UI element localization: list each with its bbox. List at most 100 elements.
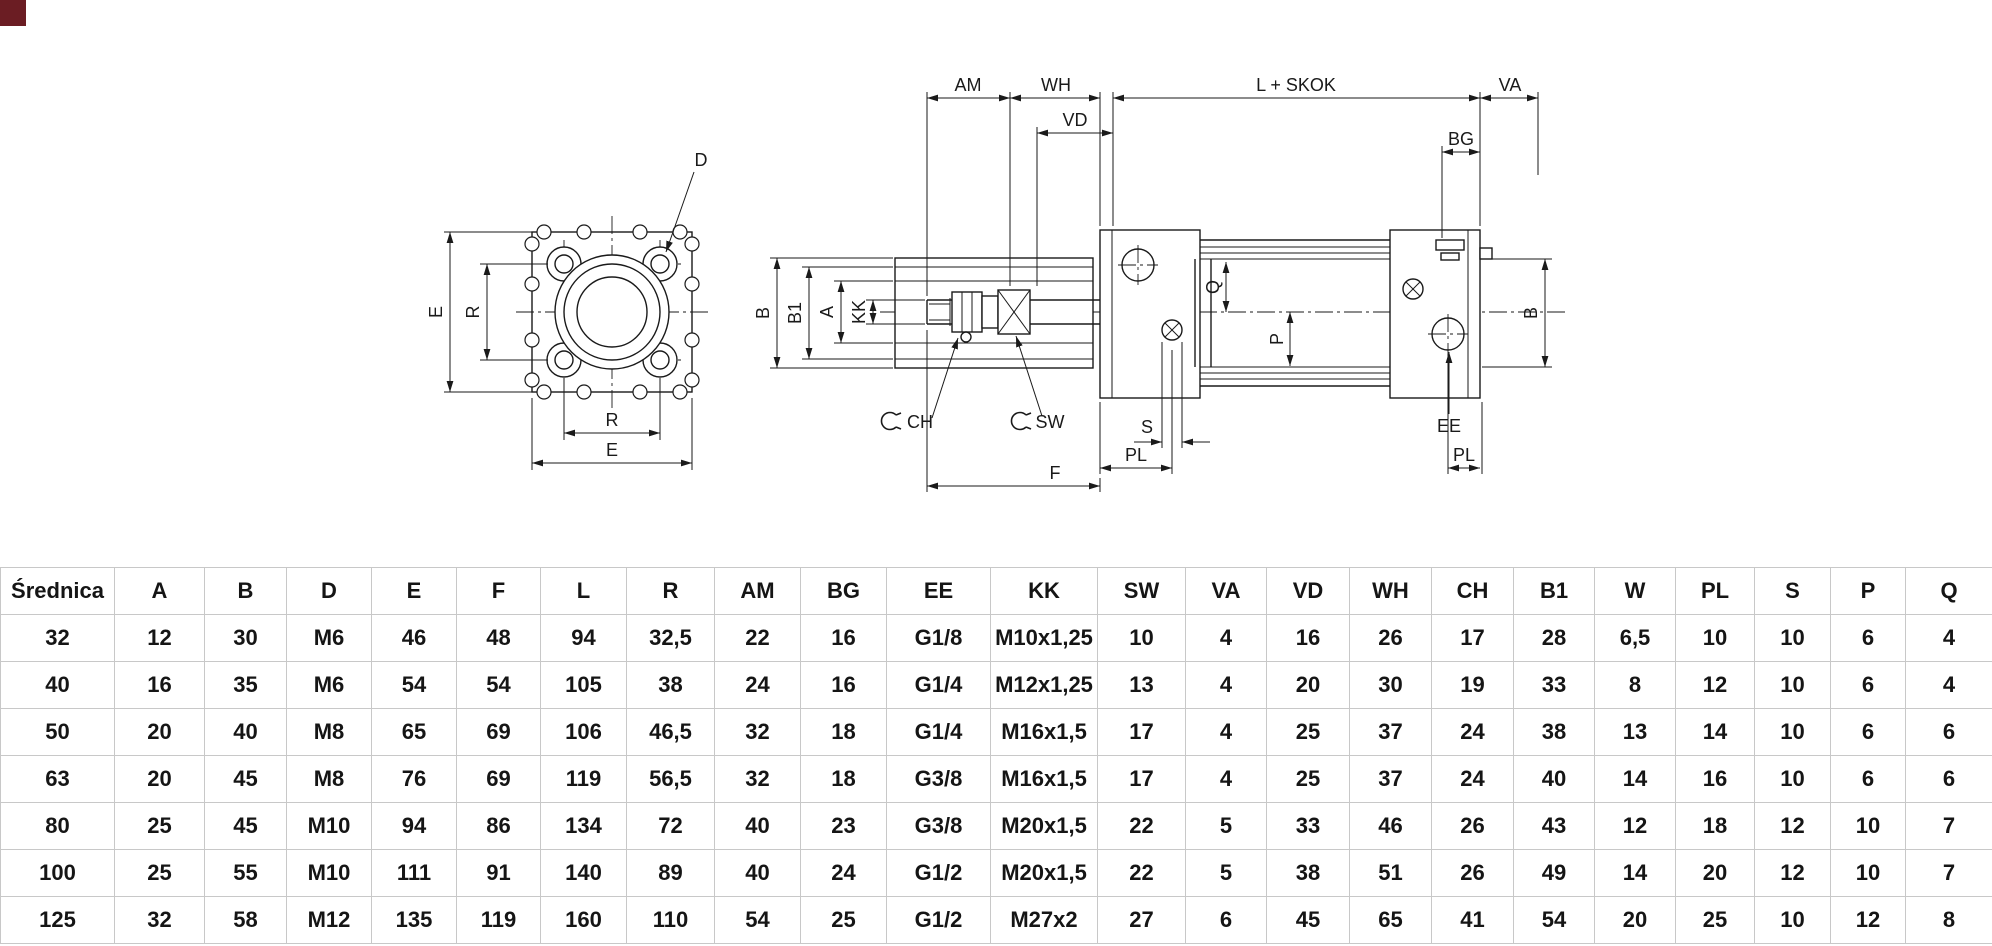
table-cell: 24	[714, 661, 801, 709]
table-cell: 20	[114, 755, 205, 803]
table-cell: 4	[1185, 708, 1267, 756]
table-cell: 4	[1905, 661, 1992, 709]
dim-label-e-left: E	[426, 306, 446, 318]
table-cell: 140	[540, 849, 627, 897]
table-cell: 37	[1349, 755, 1432, 803]
table-cell: 40	[1513, 755, 1595, 803]
dim-label-p: P	[1267, 333, 1287, 345]
table-cell: M10	[286, 802, 372, 850]
table-cell: 32	[714, 708, 801, 756]
table-cell: 13	[1594, 708, 1676, 756]
table-cell: 38	[1513, 708, 1595, 756]
table-cell: 26	[1349, 614, 1432, 662]
table-cell: 10	[1754, 614, 1831, 662]
dim-b1: B1	[785, 266, 893, 360]
table-cell: 40	[714, 849, 801, 897]
table-cell: 89	[626, 849, 715, 897]
table-cell: 20	[1675, 849, 1755, 897]
table-cell: 12	[1754, 849, 1831, 897]
leader-sw: SW	[1010, 335, 1065, 432]
dim-label-s: S	[1141, 417, 1153, 437]
table-cell: 160	[540, 896, 627, 944]
table-cell: 46	[371, 614, 457, 662]
table-cell: 6	[1830, 708, 1906, 756]
table-cell: G1/4	[886, 661, 991, 709]
table-cell: 111	[371, 849, 457, 897]
table-cell: 50	[0, 708, 115, 756]
column-header: R	[626, 567, 715, 615]
dim-am: AM	[927, 75, 1010, 102]
table-cell: 12	[1594, 802, 1676, 850]
table-cell: 20	[1266, 661, 1350, 709]
front-cap	[1099, 229, 1201, 399]
rod-detail-hole	[960, 331, 972, 343]
table-cell: 100	[0, 849, 115, 897]
table-cell: G1/2	[886, 849, 991, 897]
table-cell: G1/2	[886, 896, 991, 944]
table-cell: 10	[1830, 849, 1906, 897]
leader-ee: EE	[1437, 352, 1461, 436]
table-cell: 32	[114, 896, 205, 944]
column-header: L	[540, 567, 627, 615]
table-cell: 25	[1675, 896, 1755, 944]
dim-r-left: R	[463, 263, 548, 361]
table-cell: 32	[714, 755, 801, 803]
table-cell: 18	[1675, 802, 1755, 850]
table-cell: 4	[1185, 755, 1267, 803]
table-cell: M6	[286, 614, 372, 662]
table-cell: 12	[1830, 896, 1906, 944]
leader-d: D	[665, 150, 708, 253]
dim-pl-right: PL	[1447, 354, 1483, 474]
table-cell: 22	[1097, 802, 1186, 850]
table-cell: G3/8	[886, 755, 991, 803]
table-cell: 16	[1675, 755, 1755, 803]
table-cell: 5	[1185, 802, 1267, 850]
table-cell: 91	[456, 849, 541, 897]
table-cell: 12	[114, 614, 205, 662]
table-cell: 69	[456, 708, 541, 756]
side-view: B B1 A KK AM	[753, 75, 1565, 492]
table-cell: 8	[1594, 661, 1676, 709]
column-header: VD	[1266, 567, 1350, 615]
table-cell: 27	[1097, 896, 1186, 944]
cushion-screw	[1435, 239, 1465, 251]
table-cell: 24	[800, 849, 887, 897]
table-cell: 16	[800, 661, 887, 709]
table-cell: 25	[1266, 755, 1350, 803]
table-cell: 119	[540, 755, 627, 803]
cylinder-tube	[1194, 239, 1391, 387]
table-cell: 8	[1905, 896, 1992, 944]
top-extension-lines	[926, 92, 1539, 296]
table-cell: 105	[540, 661, 627, 709]
dim-label-kk: KK	[849, 300, 869, 324]
table-cell: 24	[1431, 708, 1514, 756]
table-cell: G1/8	[886, 614, 991, 662]
dim-vd: VD	[1037, 110, 1113, 137]
dim-label-f: F	[1050, 463, 1061, 483]
bore-circles	[554, 254, 670, 370]
wrench-icon	[880, 411, 902, 431]
table-cell: 48	[456, 614, 541, 662]
table-cell: 17	[1431, 614, 1514, 662]
table-cell: G3/8	[886, 802, 991, 850]
table-cell: 10	[1754, 708, 1831, 756]
table-cell: 45	[204, 755, 287, 803]
table-cell: 54	[1513, 896, 1595, 944]
dim-label-b1: B1	[785, 302, 805, 324]
dim-label-ch: CH	[907, 412, 933, 432]
dim-label-r-bottom: R	[606, 410, 619, 430]
table-cell: M20x1,5	[990, 802, 1098, 850]
table-cell: 46,5	[626, 708, 715, 756]
table-cell: 16	[1266, 614, 1350, 662]
dim-wh: WH	[1010, 75, 1100, 102]
table-cell: 45	[204, 802, 287, 850]
table-cell: M12x1,25	[990, 661, 1098, 709]
table-cell: 10	[1754, 661, 1831, 709]
dim-label-r-left: R	[463, 306, 483, 319]
dim-e-bottom: E	[531, 398, 693, 470]
dim-label-va: VA	[1499, 75, 1522, 95]
column-header: CH	[1431, 567, 1514, 615]
